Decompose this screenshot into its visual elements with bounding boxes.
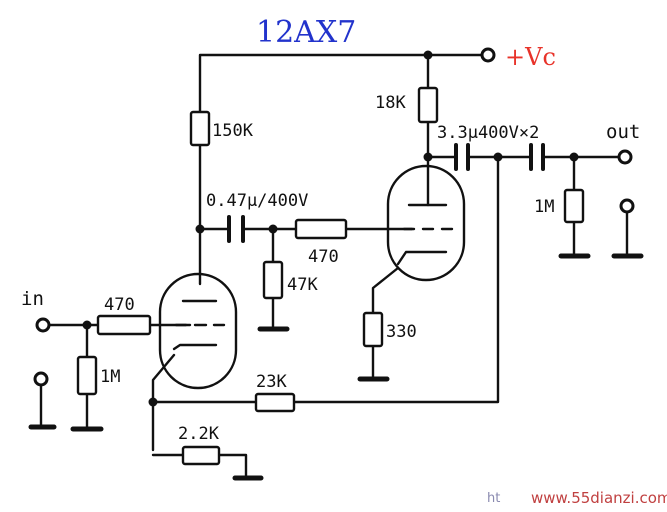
labels: 12AX7 +Vc in out 150K 18K 3.3μ400V×2 0.4… (21, 15, 640, 444)
label-r-grid1: 1M (100, 367, 120, 387)
label-c-out: 3.3μ400V×2 (437, 123, 539, 143)
cathode2-wire (371, 266, 400, 315)
label-c-couple1: 0.47μ/400V (206, 191, 308, 211)
watermark-prefix: ht (487, 491, 500, 506)
junction-supply (423, 50, 433, 60)
resistor-feedback (254, 392, 296, 413)
junction-input (82, 320, 92, 330)
label-r-cathode1: 2.2K (178, 424, 220, 444)
tube-1-cathode (172, 343, 218, 351)
resistor-grid2-leak (262, 260, 284, 300)
capacitors (227, 143, 545, 243)
junction-plate2 (423, 152, 433, 162)
resistor-output-leak (563, 188, 585, 224)
resistor-cathode2 (362, 311, 384, 348)
supply-rail-wire (198, 53, 484, 114)
terminal-output (617, 149, 633, 165)
junction-plate1 (195, 224, 205, 234)
supply-label: +Vc (505, 43, 556, 71)
tube-2 (386, 155, 466, 282)
label-r-plate1: 150K (212, 121, 254, 141)
resistor-plate1 (189, 110, 211, 147)
label-r-grid2: 47K (287, 275, 318, 295)
tube-1 (158, 272, 238, 390)
label-r-in: 470 (104, 295, 135, 315)
resistor-grid1-leak (76, 355, 98, 396)
cathode1-res-wire-b (217, 453, 248, 478)
cathode1-wire (151, 353, 176, 452)
tube-type-title: 12AX7 (256, 15, 356, 50)
terminal-input (35, 317, 51, 333)
tube-1-envelope (158, 272, 238, 390)
output-label: out (606, 121, 640, 143)
feedback-wire-b (292, 155, 500, 404)
junction-grid2-leak (268, 224, 278, 234)
resistor-input (96, 314, 152, 336)
wires (39, 53, 629, 478)
junction-feedback (493, 152, 503, 162)
label-r-plate2: 18K (375, 93, 406, 113)
grounds (28, 253, 644, 481)
terminal-input-gnd (33, 371, 49, 387)
junction-output (569, 152, 579, 162)
label-r-out: 1M (534, 197, 554, 217)
terminal-supply (480, 47, 496, 63)
label-r-cathode2: 330 (386, 322, 417, 342)
input-label: in (21, 288, 44, 310)
watermark-url: www.55dianzi.com (531, 489, 667, 507)
terminals (33, 47, 635, 387)
label-r-feedback: 23K (256, 372, 287, 392)
resistor-cathode1 (181, 445, 221, 466)
resistor-plate2 (417, 86, 439, 124)
terminal-output-gnd (619, 198, 635, 214)
resistors (76, 86, 585, 466)
tube-2-cathode (396, 250, 448, 266)
resistor-grid2-stop (294, 218, 348, 240)
junctions (82, 50, 579, 407)
tube-2-envelope (386, 164, 466, 282)
watermark: ht www.55dianzi.com (487, 489, 667, 507)
junction-cathode1 (148, 397, 158, 407)
label-r-stop2: 470 (308, 247, 339, 267)
